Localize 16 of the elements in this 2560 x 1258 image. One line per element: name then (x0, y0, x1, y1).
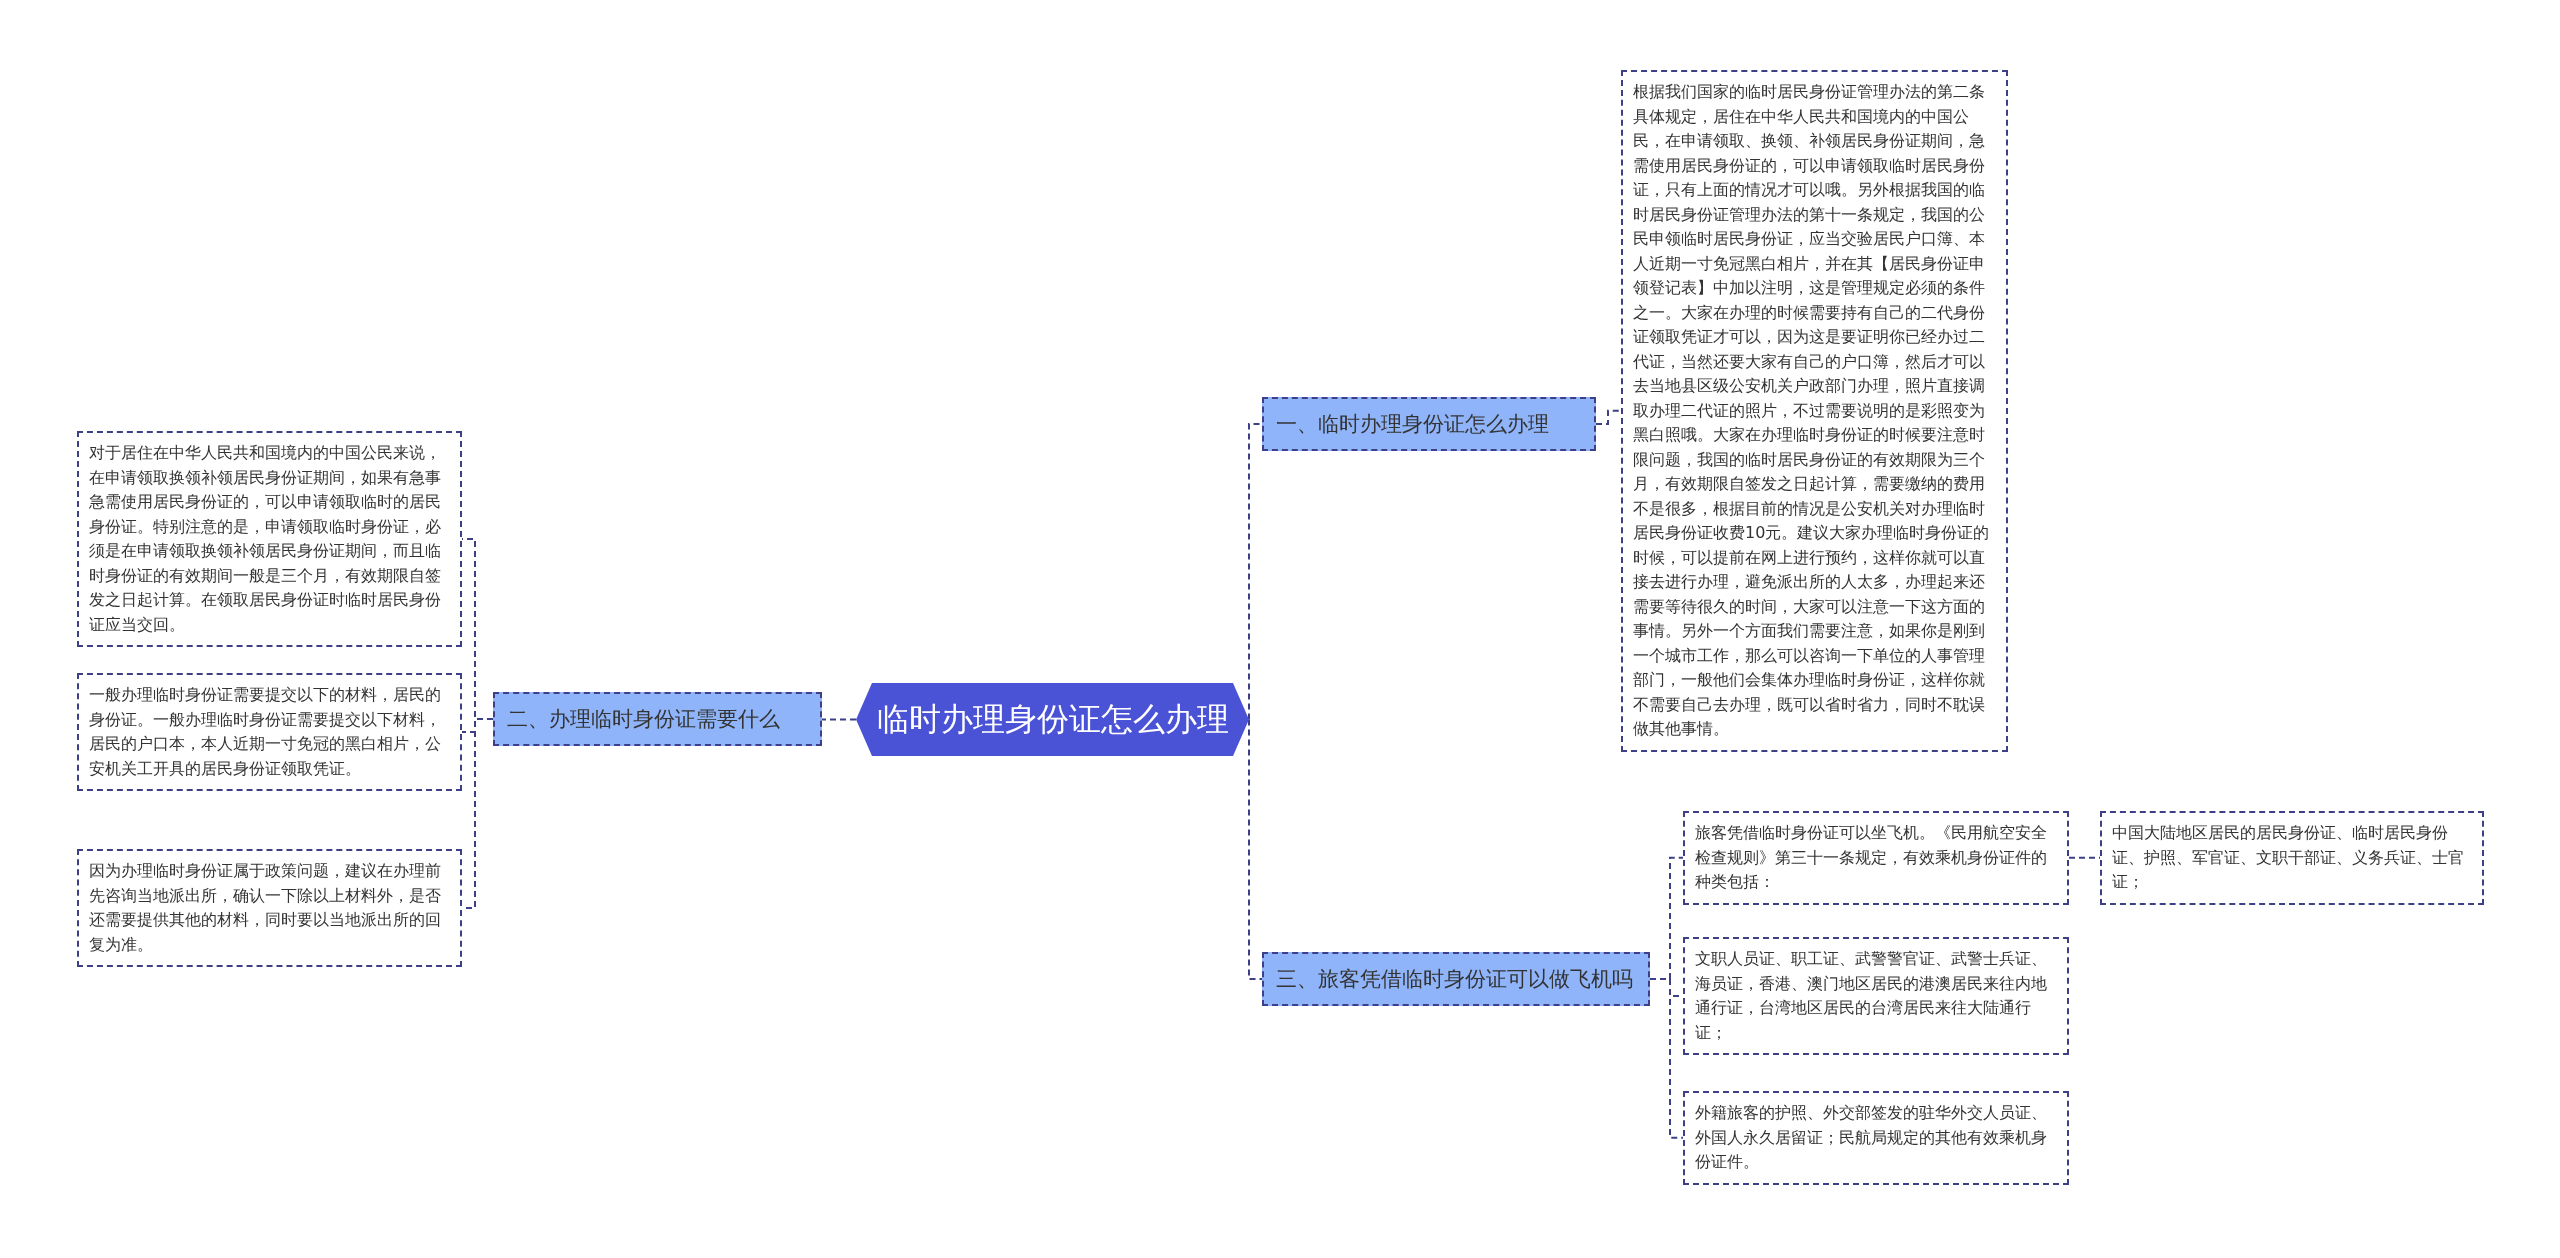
text-box: 对于居住在中华人民共和国境内的中国公民来说，在申请领取换领补领居民身份证期间，如果有急事急需使用居民身份证的，可以申请领取临时的居民身份证。特别注意的是，申请领取临时身份证，必须是在申请领取换领补领居民身份证期间，而且临时身份证的有效期间一般是三个月，有效期限自签发之日起计算。在领取居民身份证时临时居民身份证应当交回。 (77, 431, 462, 647)
connector-line (821, 718, 857, 721)
text-box: 文职人员证、职工证、武警警官证、武警士兵证、海员证，香港、澳门地区居民的港澳居民来往内地通行证，台湾地区居民的台湾居民来往大陆通行证； (1683, 937, 2069, 1055)
text-box: 外籍旅客的护照、外交部签发的驻华外交人员证、外国人永久居留证；民航局规定的其他有效乘机身份证件。 (1683, 1091, 2069, 1185)
topic-box: 二、办理临时身份证需要什么 (493, 692, 822, 746)
central-topic-hexagon: 临时办理身份证怎么办理 (856, 683, 1249, 756)
connector-line (1595, 409, 1622, 425)
text-box: 旅客凭借临时身份证可以坐飞机。《民用航空安全检查规则》第三十一条规定，有效乘机身份证件的种类包括： (1683, 811, 2069, 905)
text-box: 根据我们国家的临时居民身份证管理办法的第二条具体规定，居住在中华人民共和国境内的中国公民，在申请领取、换领、补领居民身份证期间，急需使用居民身份证的，可以申请领取临时居民身份证，只有上面的情况才可以哦。另外根据我国的临时居民身份证管理办法的第十一条规定，我国的公民申领临时居民身份证，应当交验居民户口簿、本人近期一寸免冠黑白相片，并在其【居民身份证申领登记表】中加以注明，这是管理规定必须的条件之一。大家在办理的时候需要持有自己的二代身份证领取凭证才可以，因为这是要证明你已经办过二代证，当然还要大家有自己的户口簿，然后才可以去当地县区级公安机关户政部门办理，照片直接调取办理二代证的照片，不过需要说明的是彩照变为黑白照哦。大家在办理临时身份证的时候要注意时限问题，我国的临时居民身份证的有效期限为三个月，有效期限自签发之日起计算，需要缴纳的费用不是很多，根据目前的情况是公安机关对办理临时居民身份证收费10元。建议大家办理临时身份证的时候，可以提前在网上进行预约，这样你就可以直接去进行办理，避免派出所的人太多，办理起来还需要等待很久的时间，大家可以注意一下这方面的事情。另外一个方面我们需要注意，如果你是刚到一个城市工作，那么可以咨询一下单位的人事管理部门，一般他们会集体办理临时身份证，这样你就不需要自己去办理，既可以省时省力，同时不耽误做其他事情。 (1621, 70, 2008, 752)
text-box: 因为办理临时身份证属于政策问题，建议在办理前先咨询当地派出所，确认一下除以上材料外，是否还需要提供其他的材料，同时要以当地派出所的回复为准。 (77, 849, 462, 967)
text-box: 一般办理临时身份证需要提交以下的材料，居民的身份证。一般办理临时身份证需要提交以下材料，居民的户口本，本人近期一寸免冠的黑白相片，公安机关工开具的居民身份证领取凭证。 (77, 673, 462, 791)
text-box: 中国大陆地区居民的居民身份证、临时居民身份证、护照、军官证、文职干部证、义务兵证、士官证； (2100, 811, 2484, 905)
connector-line (1248, 718, 1263, 980)
topic-box: 三、旅客凭借临时身份证可以做飞机吗 (1262, 952, 1650, 1006)
connector-line (1649, 978, 1684, 1139)
topic-box: 一、临时办理身份证怎么办理 (1262, 397, 1596, 451)
